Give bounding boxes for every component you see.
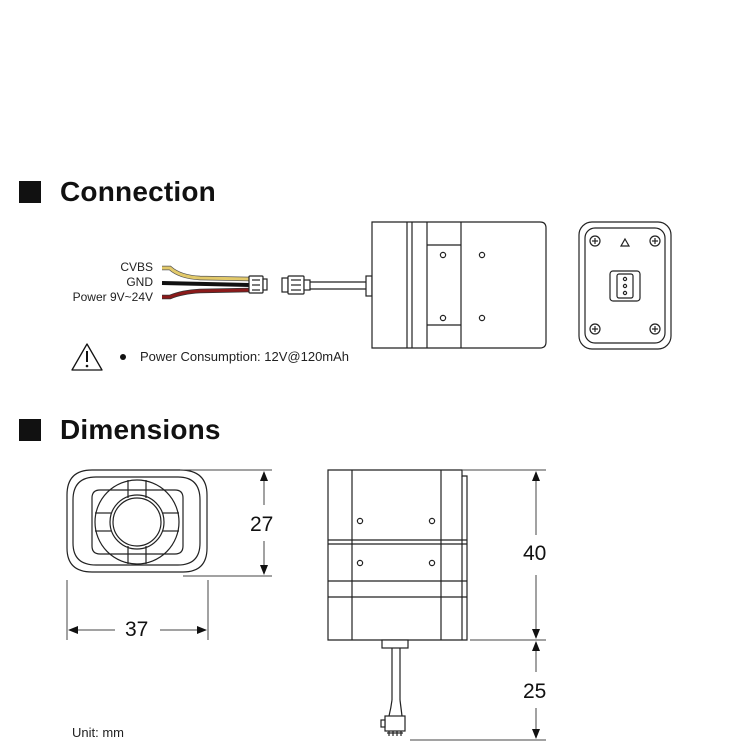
wire-label-cvbs: CVBS bbox=[120, 260, 153, 274]
dimension-lines-front bbox=[66, 469, 272, 640]
section-bullet-icon bbox=[19, 181, 41, 203]
connection-title-text: Connection bbox=[60, 176, 216, 207]
wire-label-power: Power 9V~24V bbox=[72, 290, 153, 304]
camera-front-view bbox=[66, 469, 208, 573]
connection-section-title: Connection bbox=[19, 176, 216, 208]
power-consumption-note: Power Consumption: 12V@120mAh bbox=[120, 349, 349, 364]
section-bullet-icon bbox=[19, 419, 41, 441]
triangle-mark-icon bbox=[619, 237, 631, 247]
screw-icon bbox=[589, 235, 601, 247]
screw-icon bbox=[589, 323, 601, 335]
wire-bundle bbox=[161, 265, 251, 300]
dimensions-title-text: Dimensions bbox=[60, 414, 221, 445]
wire-label-gnd: GND bbox=[126, 275, 153, 289]
camera-rear-view bbox=[578, 221, 672, 350]
power-consumption-text: Power Consumption: 12V@120mAh bbox=[140, 349, 350, 364]
camera-connector bbox=[281, 275, 311, 295]
unit-label: Unit: mm bbox=[72, 725, 124, 740]
dimension-label-height: 27 bbox=[250, 513, 274, 536]
dimension-lines-side bbox=[410, 469, 546, 741]
dimension-label-cable-length: 25 bbox=[523, 680, 547, 703]
camera-cable bbox=[310, 275, 373, 297]
warning-triangle-icon bbox=[71, 343, 103, 371]
bullet-dot-icon bbox=[120, 353, 126, 360]
screw-icon bbox=[649, 323, 661, 335]
dimension-label-body-length: 40 bbox=[523, 542, 547, 565]
dimensions-section-title: Dimensions bbox=[19, 414, 221, 446]
camera-side-view bbox=[371, 221, 547, 349]
screw-icon bbox=[649, 235, 661, 247]
camera-side-view-dimensioned bbox=[327, 469, 468, 736]
dimension-label-width: 37 bbox=[125, 618, 149, 641]
wire-connector-plug bbox=[248, 275, 268, 294]
